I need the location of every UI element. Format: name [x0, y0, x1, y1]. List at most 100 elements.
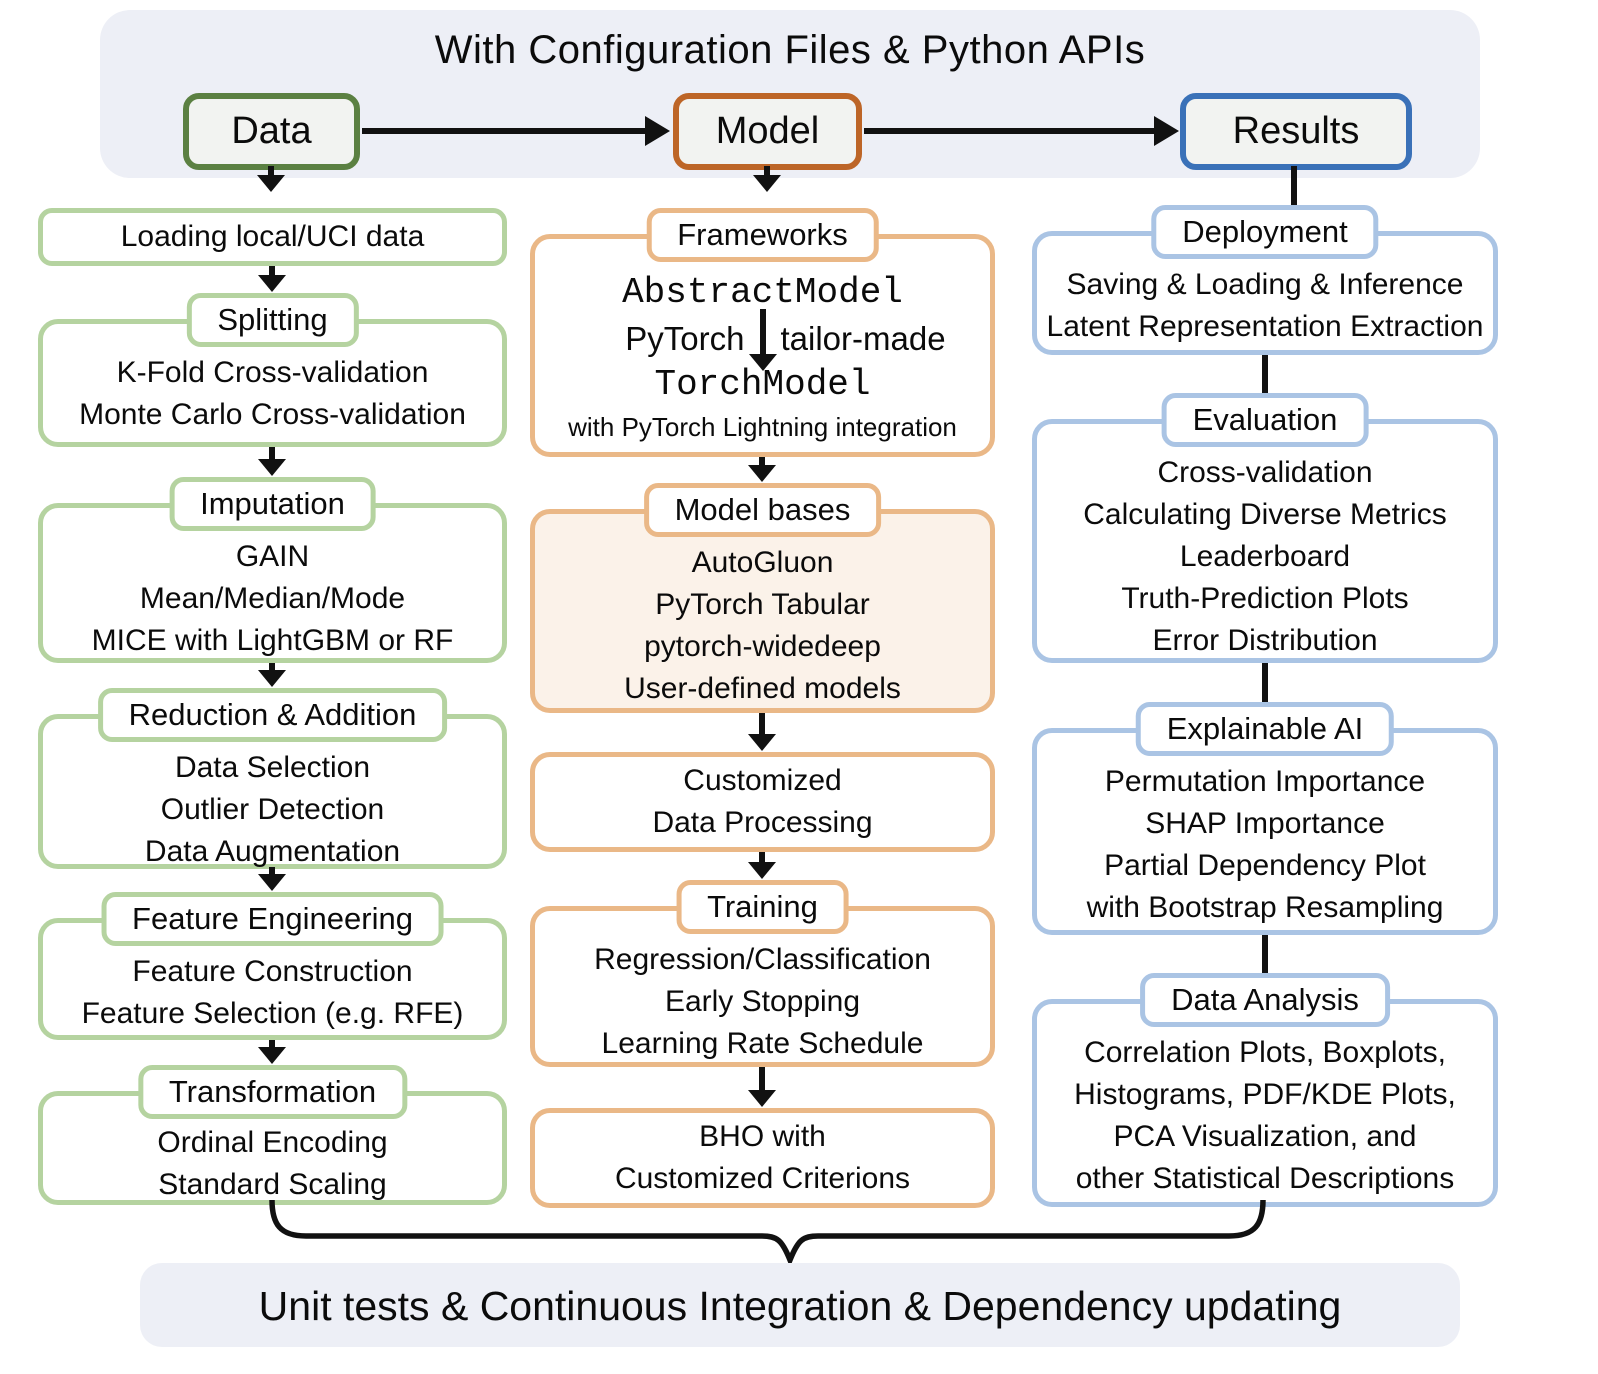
imputation-item: Mean/Median/Mode: [139, 582, 406, 615]
down-arrow: [258, 1040, 286, 1064]
group-splitting-title: Splitting: [186, 293, 359, 347]
reduction-item: Outlier Detection: [160, 793, 385, 826]
group-feature-engineering-title: Feature Engineering: [101, 892, 444, 946]
group-data-analysis-title: Data Analysis: [1140, 973, 1390, 1027]
training-item: Learning Rate Schedule: [601, 1027, 924, 1060]
group-model-bases: Model bases AutoGluon PyTorch Tabular py…: [530, 483, 995, 713]
down-arrow: [258, 266, 286, 292]
group-transformation-title: Transformation: [137, 1065, 408, 1119]
group-evaluation-body: Cross-validation Calculating Diverse Met…: [1032, 419, 1498, 663]
down-arrow: [748, 457, 776, 482]
imputation-item: MICE with LightGBM or RF: [91, 624, 454, 657]
connector-line: [1262, 663, 1268, 702]
down-arrow: [258, 663, 286, 687]
down-arrow: [258, 867, 286, 891]
model-base-item: AutoGluon: [691, 546, 834, 579]
stage-box-results: Results: [1180, 93, 1412, 170]
group-training: Training Regression/Classification Early…: [530, 880, 995, 1067]
processing-text: Customized: [683, 764, 842, 797]
group-splitting: Splitting K-Fold Cross-validation Monte …: [38, 293, 507, 447]
box-bho: BHO with Customized Criterions: [530, 1108, 995, 1208]
group-explainable-ai-body: Permutation Importance SHAP Importance P…: [1032, 728, 1498, 935]
down-arrow: [748, 713, 776, 751]
xai-item: Partial Dependency Plot: [1104, 849, 1426, 882]
connector-line: [1262, 935, 1268, 973]
group-training-title: Training: [676, 880, 849, 934]
group-deployment-body: Saving & Loading & Inference Latent Repr…: [1032, 231, 1498, 355]
group-data-analysis-body: Correlation Plots, Boxplots, Histograms,…: [1032, 999, 1498, 1207]
xai-item: with Bootstrap Resampling: [1086, 891, 1444, 924]
deployment-item: Saving & Loading & Inference: [1066, 268, 1464, 301]
group-imputation: Imputation GAIN Mean/Median/Mode MICE wi…: [38, 477, 507, 663]
imputation-item: GAIN: [235, 540, 310, 573]
evaluation-item: Truth-Prediction Plots: [1121, 582, 1409, 615]
down-arrow-model-column: [753, 166, 781, 192]
reduction-item: Data Augmentation: [144, 835, 401, 868]
stage-data-label: Data: [231, 110, 312, 152]
down-arrow: [748, 1067, 776, 1107]
evaluation-item: Leaderboard: [1179, 540, 1351, 573]
feature-item: Feature Selection (e.g. RFE): [81, 997, 464, 1030]
reduction-item: Data Selection: [174, 751, 371, 784]
group-evaluation-title: Evaluation: [1161, 393, 1369, 447]
group-evaluation: Evaluation Cross-validation Calculating …: [1032, 393, 1498, 663]
bho-text: BHO with: [699, 1120, 826, 1153]
header-title: With Configuration Files & Python APIs: [434, 28, 1146, 72]
bho-text: Customized Criterions: [614, 1162, 911, 1195]
group-deployment-title: Deployment: [1151, 205, 1379, 259]
right-arrow-data-to-model: [362, 128, 646, 134]
down-arrow: [748, 852, 776, 879]
model-base-item: PyTorch Tabular: [655, 588, 870, 621]
pytorch-text: PyTorch: [625, 320, 745, 357]
evaluation-item: Cross-validation: [1157, 456, 1373, 489]
group-explainable-ai: Explainable AI Permutation Importance SH…: [1032, 702, 1498, 935]
group-model-bases-body: AutoGluon PyTorch Tabular pytorch-widede…: [530, 509, 995, 713]
brace-connector: [269, 1199, 1266, 1268]
group-frameworks-body: AbstractModel PyTorch tailor-made TorchM…: [530, 234, 995, 457]
connector-line: [1262, 355, 1268, 393]
abstract-model-text: AbstractModel: [622, 272, 903, 313]
evaluation-item: Error Distribution: [1152, 624, 1378, 657]
box-loading-data: Loading local/UCI data: [38, 208, 507, 266]
analysis-item: Correlation Plots, Boxplots,: [1084, 1036, 1446, 1069]
group-model-bases-title: Model bases: [643, 483, 882, 537]
group-frameworks-title: Frameworks: [646, 208, 879, 262]
footer-band: [140, 1263, 1460, 1347]
xai-item: Permutation Importance: [1104, 765, 1426, 798]
stage-results-label: Results: [1232, 110, 1360, 152]
box-loading-data-text: Loading local/UCI data: [120, 220, 425, 253]
group-feature-engineering: Feature Engineering Feature Construction…: [38, 892, 507, 1040]
group-reduction-addition: Reduction & Addition Data Selection Outl…: [38, 688, 507, 869]
group-reduction-addition-title: Reduction & Addition: [97, 688, 448, 742]
group-explainable-ai-title: Explainable AI: [1135, 702, 1395, 756]
splitting-item: K-Fold Cross-validation: [116, 356, 429, 389]
stage-box-data: Data: [183, 93, 360, 170]
training-item: Regression/Classification: [594, 943, 931, 976]
group-frameworks: Frameworks AbstractModel PyTorch tailor-…: [530, 208, 995, 457]
model-base-item: User-defined models: [624, 672, 901, 705]
stage-box-model: Model: [673, 93, 862, 170]
analysis-item: PCA Visualization, and: [1113, 1120, 1417, 1153]
connector-line-results-column: [1291, 166, 1297, 206]
group-imputation-title: Imputation: [169, 477, 376, 531]
analysis-item: Histograms, PDF/KDE Plots,: [1074, 1078, 1456, 1111]
model-base-item: pytorch-widedeep: [644, 630, 881, 663]
footer-label: Unit tests & Continuous Integration & De…: [258, 1283, 1342, 1329]
training-item: Early Stopping: [664, 985, 861, 1018]
stage-model-label: Model: [715, 110, 820, 152]
feature-item: Feature Construction: [132, 955, 413, 988]
box-customized-data-processing: Customized Data Processing: [530, 752, 995, 852]
down-arrow: [258, 447, 286, 476]
xai-item: SHAP Importance: [1145, 807, 1385, 840]
tailor-made-text: tailor-made: [780, 320, 946, 357]
deployment-item: Latent Representation Extraction: [1046, 310, 1484, 343]
splitting-item: Monte Carlo Cross-validation: [79, 398, 466, 431]
analysis-item: other Statistical Descriptions: [1075, 1162, 1455, 1195]
group-deployment: Deployment Saving & Loading & Inference …: [1032, 205, 1498, 355]
frameworks-middle-row: PyTorch tailor-made: [535, 315, 990, 363]
evaluation-item: Calculating Diverse Metrics: [1083, 498, 1447, 531]
transformation-item: Standard Scaling: [158, 1168, 387, 1201]
right-arrow-model-to-results: [864, 128, 1155, 134]
down-arrow-abstract-to-torch: [748, 309, 777, 371]
